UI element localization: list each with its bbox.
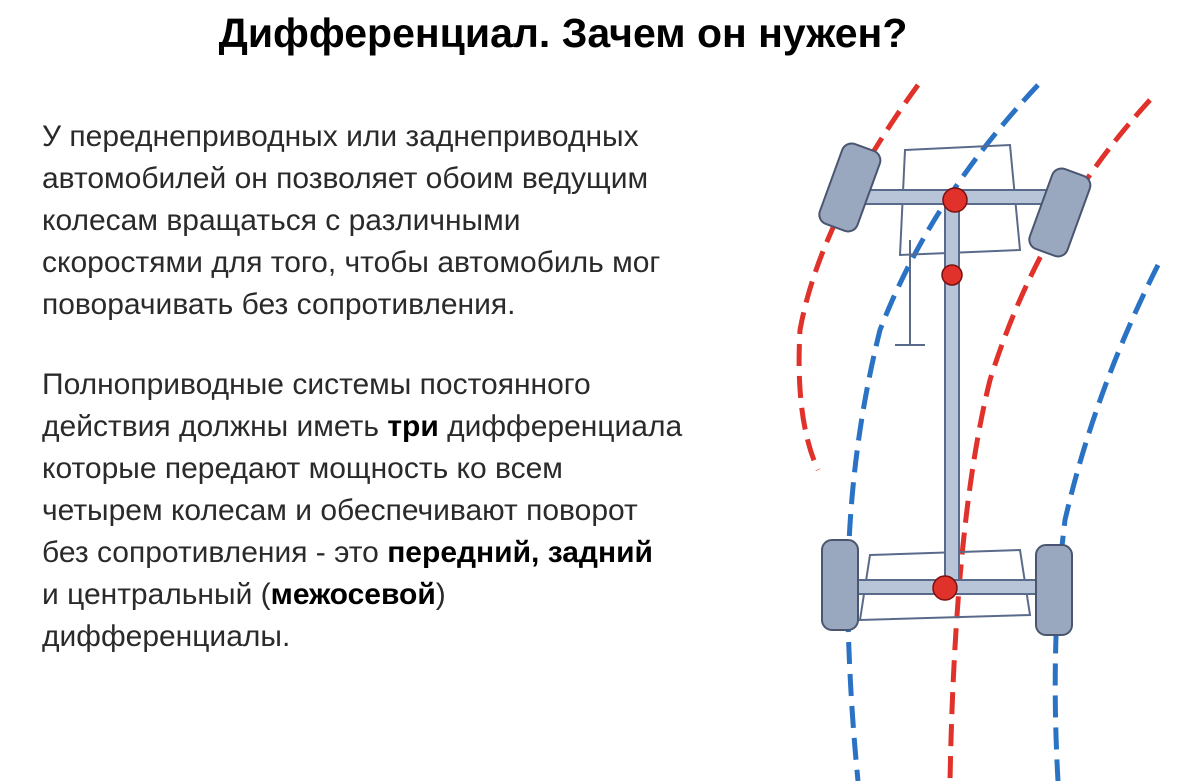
text-line: которые передают мощность ко всем <box>42 452 563 485</box>
chassis <box>849 143 1051 622</box>
slide-title: Дифференциал. Зачем он нужен? <box>218 10 908 56</box>
text-line: четырем колесам и обеспечивают поворот <box>42 494 638 527</box>
text-line: скоростями для того, чтобы автомобиль мо… <box>42 246 661 279</box>
front-right-wheel <box>1028 167 1092 258</box>
text-line: и центральный (межосевой) <box>42 578 446 611</box>
text-line: поворачивать без сопротивления. <box>42 288 516 321</box>
text-line: У переднеприводных или заднеприводных <box>42 120 639 153</box>
wheels <box>818 142 1092 636</box>
bold-three: три <box>387 410 439 443</box>
rear-left-wheel <box>821 539 859 631</box>
rear-differential <box>932 575 958 601</box>
text-line: Полноприводные системы постоянного <box>42 368 591 401</box>
text-line: автомобилей он позволяет обоим ведущим <box>42 162 649 195</box>
bold-front-rear: передний, задний <box>387 536 653 569</box>
drivetrain-diagram <box>796 83 1161 781</box>
paragraph-1: У переднеприводных или заднеприводных ав… <box>42 116 660 326</box>
front-differential <box>942 187 968 213</box>
right-blue-path <box>1052 263 1161 781</box>
center-differential <box>941 264 963 286</box>
text-line: дифференциалы. <box>42 620 291 653</box>
paragraph-2: Полноприводные системы постоянного дейст… <box>42 364 682 658</box>
text-line: действия должны иметь три дифференциала <box>42 410 683 443</box>
rear-right-wheel <box>1035 544 1073 636</box>
front-left-wheel <box>818 142 882 233</box>
text-line: без сопротивления - это передний, задний <box>42 536 653 569</box>
differentials <box>932 187 968 601</box>
bold-center: межосевой <box>270 578 436 611</box>
text-line: колесам вращаться с различными <box>42 204 521 237</box>
